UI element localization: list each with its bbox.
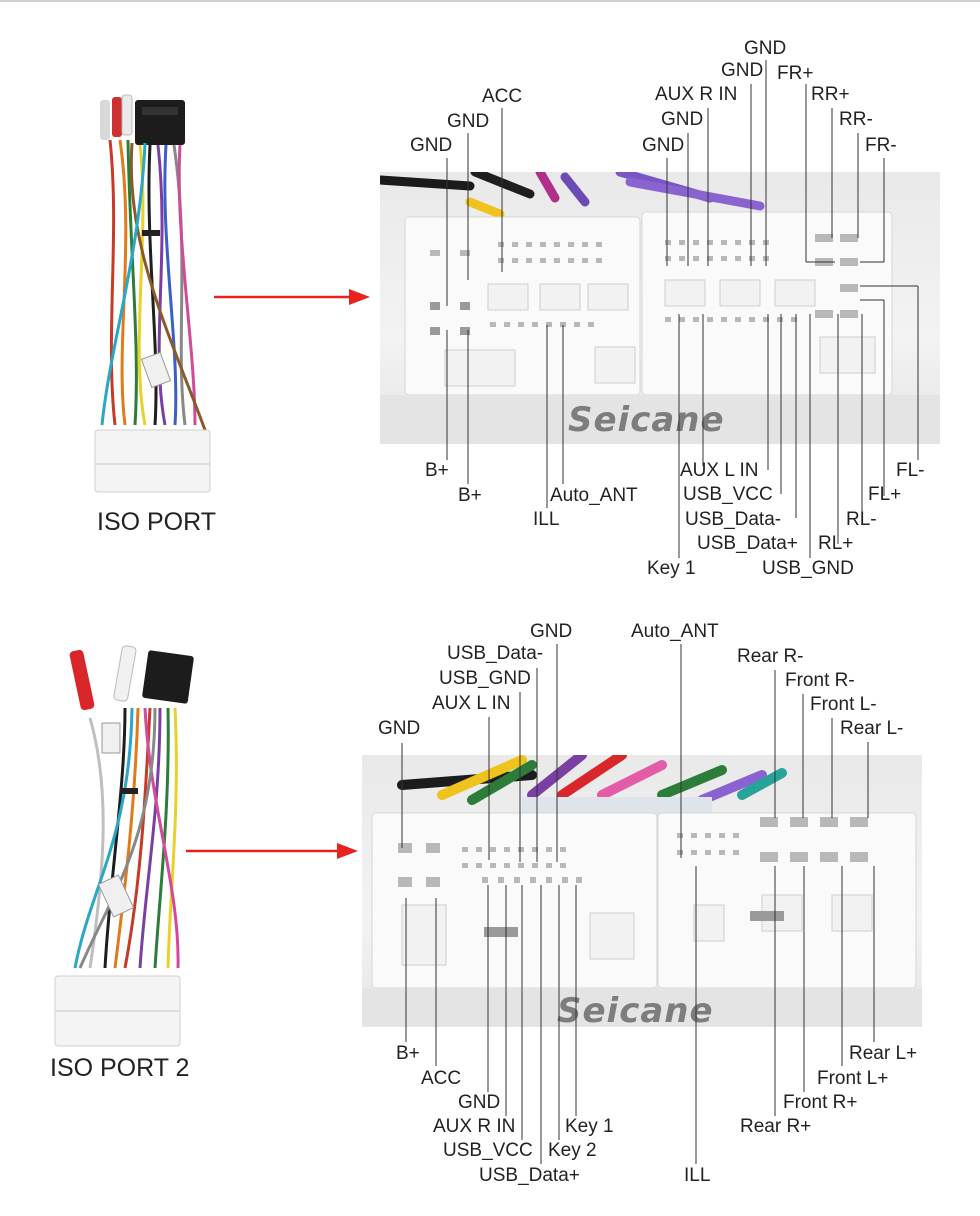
- pin-label: Rear R+: [740, 1116, 812, 1137]
- pin-label: GND: [447, 111, 490, 132]
- pin-label: Front L-: [810, 694, 877, 715]
- pin-label: AUX L IN: [680, 460, 759, 481]
- iso-2-harness-image: [54, 645, 194, 1047]
- pin-label: GND: [530, 621, 573, 642]
- connector-photo: Seicane: [362, 755, 922, 1027]
- pin-label: USB_Data-: [447, 643, 544, 664]
- pin-label: RR-: [839, 109, 873, 130]
- pin-label: USB_GND: [762, 558, 854, 579]
- iso-port-section: ISO PORT: [0, 0, 980, 600]
- pin-label: FL+: [868, 484, 902, 505]
- pin-label: AUX R IN: [433, 1116, 516, 1137]
- brand-watermark: Seicane: [568, 400, 725, 440]
- pin-label: FL-: [896, 460, 925, 481]
- pin-label: USB_GND: [439, 668, 531, 689]
- pin-label: B+: [425, 460, 449, 481]
- red-arrow-icon: [214, 289, 370, 305]
- pin-label: Front R+: [783, 1092, 858, 1113]
- pin-label: ILL: [684, 1165, 711, 1186]
- pin-label: Key 1: [565, 1116, 614, 1137]
- iso-port-2-section: ISO PORT 2: [0, 600, 980, 1216]
- pin-label: Key 1: [647, 558, 696, 579]
- pin-label: FR-: [865, 135, 897, 156]
- pin-label: Key 2: [548, 1140, 597, 1161]
- pin-label: Front R-: [785, 670, 855, 691]
- pin-label: GND: [721, 60, 764, 81]
- pin-label: Rear L-: [840, 718, 904, 739]
- pin-label: Auto_ANT: [631, 621, 719, 642]
- brand-watermark: Seicane: [557, 991, 714, 1027]
- pin-label: AUX R IN: [655, 84, 738, 105]
- pin-label: USB_VCC: [443, 1140, 533, 1161]
- pin-label: B+: [396, 1043, 420, 1064]
- port-label: ISO PORT: [97, 508, 217, 536]
- pin-label: GND: [410, 135, 453, 156]
- pin-label: GND: [661, 109, 704, 130]
- pin-label: ACC: [421, 1068, 462, 1089]
- pin-label: GND: [378, 718, 421, 739]
- pin-label: ILL: [533, 509, 560, 530]
- pin-label: GND: [458, 1092, 501, 1113]
- pin-label: FR+: [777, 63, 814, 84]
- port-label: ISO PORT 2: [50, 1054, 190, 1082]
- pin-label: Rear R-: [737, 646, 804, 667]
- pin-label: USB_VCC: [683, 484, 773, 505]
- pin-label: B+: [458, 485, 482, 506]
- pin-label: USB_Data+: [697, 533, 798, 554]
- pin-label: RL+: [818, 533, 854, 554]
- pin-label: RR+: [811, 84, 850, 105]
- pin-label: GND: [642, 135, 685, 156]
- pin-label: Front L+: [817, 1068, 889, 1089]
- pin-label: ACC: [482, 86, 523, 107]
- pin-label: USB_Data+: [479, 1165, 580, 1186]
- pin-label: Rear L+: [849, 1043, 918, 1064]
- red-arrow-icon: [186, 843, 358, 859]
- pin-label: USB_Data-: [685, 509, 782, 530]
- connector-photo: Seicane: [380, 172, 940, 444]
- top-divider: [0, 0, 980, 2]
- pin-label: GND: [744, 38, 787, 59]
- iso-harness-image: [94, 94, 211, 493]
- pin-label: RL-: [846, 509, 877, 530]
- pin-label: Auto_ANT: [550, 485, 638, 506]
- pin-label: AUX L IN: [432, 693, 511, 714]
